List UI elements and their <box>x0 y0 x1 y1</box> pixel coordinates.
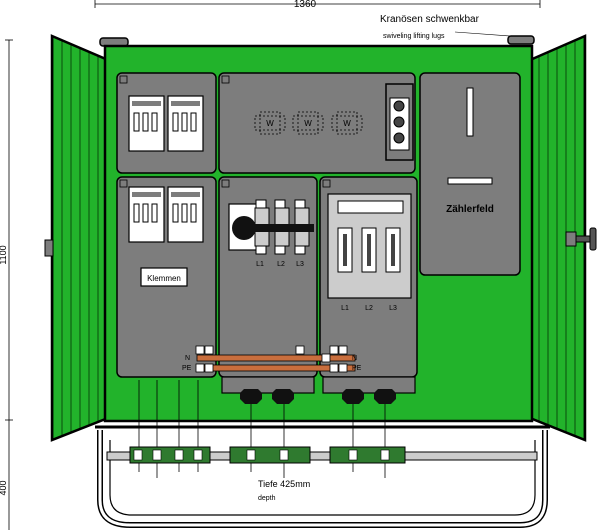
terminals-label: Klemmen <box>147 274 181 283</box>
module-fuse-base: L1 L2 L3 <box>319 176 418 378</box>
fuse-mark-3: W <box>343 119 351 128</box>
lifting-lugs-label-en: swiveling lifting lugs <box>383 33 445 40</box>
cable-glands <box>221 376 416 404</box>
width-dimension-label: 1360 <box>294 0 317 10</box>
right-door <box>528 34 597 442</box>
depth-label-de: Tiefe 425mm <box>258 479 310 489</box>
terminal-rail <box>106 446 538 464</box>
busbars: N PE N PE <box>182 345 362 373</box>
busbar-n-left: N <box>185 355 190 362</box>
module-main-switch: L1 L2 L3 <box>218 176 318 378</box>
height-dimension-label: 1100 <box>0 245 8 264</box>
stand-frame <box>95 425 550 528</box>
meter-field-label: Zählerfeld <box>446 204 494 215</box>
module-lower-left: Klemmen <box>116 176 217 378</box>
lifting-lugs-label-de: Kranösen schwenkbar <box>380 14 480 25</box>
stand-height-dimension: 400 <box>0 440 10 530</box>
module-top-left <box>116 72 217 174</box>
width-dimension: 1360 <box>94 0 541 10</box>
switch-phase-1: L1 <box>256 261 264 268</box>
busbar-pe-left: PE <box>182 365 192 372</box>
fuse-phase-2: L2 <box>365 305 373 312</box>
height-dimension: 1100 <box>0 39 13 440</box>
fuse-phase-1: L1 <box>341 305 349 312</box>
busbar-n-right: N <box>352 355 357 362</box>
switch-phase-2: L2 <box>277 261 285 268</box>
lifting-lug-right <box>507 35 535 45</box>
switch-phase-3: L3 <box>296 261 304 268</box>
busbar-pe-right: PE <box>352 365 362 372</box>
depth-label-en: depth <box>258 495 276 502</box>
stand-height-label: 400 <box>0 480 8 495</box>
left-door <box>44 34 110 442</box>
fuse-mark-2: W <box>304 119 312 128</box>
fuse-phase-3: L3 <box>389 305 397 312</box>
fuse-mark-1: W <box>266 119 274 128</box>
meter-field: Zählerfeld <box>419 72 521 276</box>
module-top-center: W W W <box>218 72 416 174</box>
